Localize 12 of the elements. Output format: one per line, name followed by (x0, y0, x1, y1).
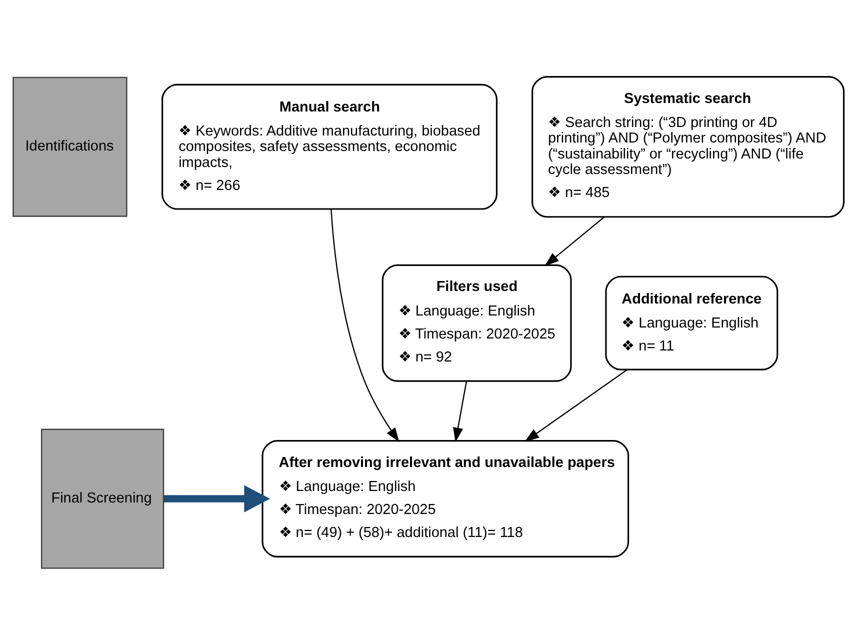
node-box: Filters used ❖ Language: English ❖ Timespan: 2020-2025 ❖ n= 92 (382, 264, 572, 382)
node-box: Identifications (12, 76, 128, 216)
node-box: Systematic search ❖ Search string: (“3D printing or 4D printing”) AND (“Polymer composites”) AND (“sustainability” or “recycling”) AND (“life cycle assessment”) ❖ n= 485 (532, 76, 845, 218)
arrow (544, 216, 605, 266)
arrow (330, 208, 400, 442)
arrow (164, 484, 270, 512)
node-box: Final Screening (40, 428, 164, 568)
arrow (453, 380, 468, 442)
arrow (524, 368, 628, 442)
node-box: Manual search ❖ Keywords: Additive manufacturing, biobased composites, safety assessments, economic impacts, ❖ n= 266 (162, 83, 498, 210)
node-box: After removing irrelevant and unavailable papers ❖ Language: English ❖ Timespan: 2020-2025 ❖ n= (49) + (58)+ additional (11)= 118 (262, 440, 630, 557)
node-box: Additional reference ❖ Language: English ❖ n= 11 (605, 275, 778, 370)
